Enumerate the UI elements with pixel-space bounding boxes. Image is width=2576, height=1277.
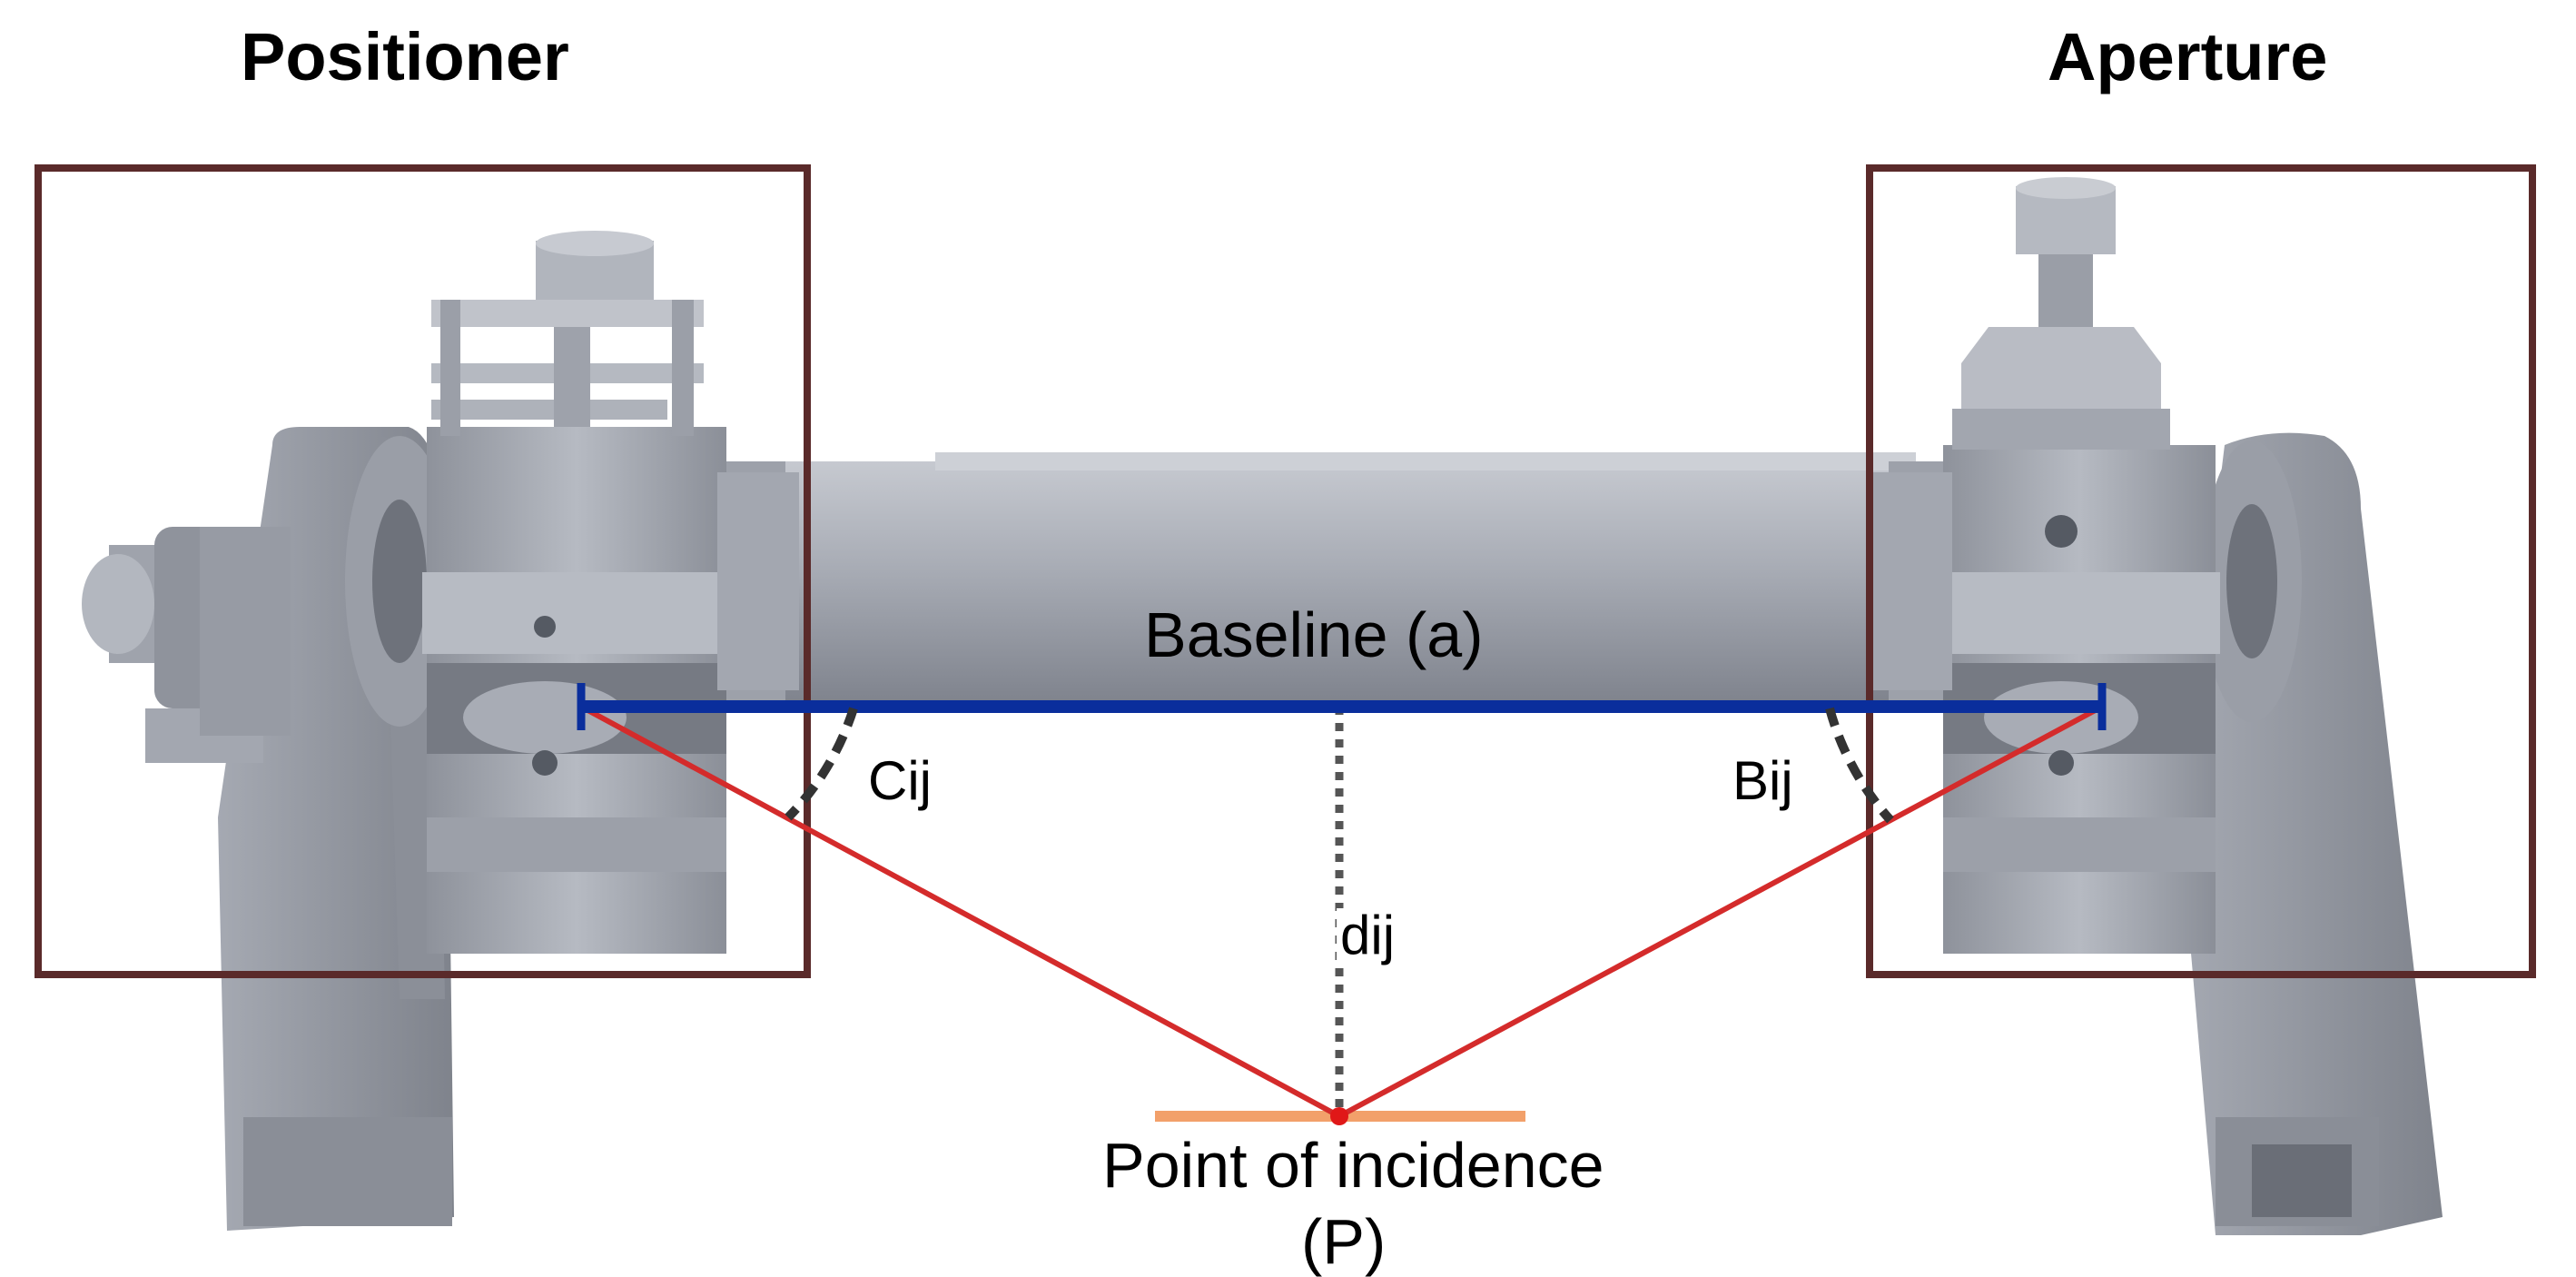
angle-b-label: Bij: [1732, 750, 1793, 811]
angle-b-arc: [1825, 707, 1894, 824]
ray-aperture: [1337, 704, 2104, 1119]
incidence-label-p: (P): [1301, 1206, 1387, 1277]
aperture-device: [1870, 177, 2443, 1236]
aperture-title: Aperture: [2048, 19, 2328, 94]
aperture-box: [1866, 164, 2536, 978]
incidence-label: Point of incidence: [1102, 1130, 1604, 1201]
baseline-line: [577, 683, 2107, 730]
distance-label: dij: [1337, 908, 1399, 963]
angle-c-arc: [785, 707, 858, 821]
incidence-point: [1330, 1107, 1348, 1125]
positioner-box: [35, 164, 811, 978]
positioner-title: Positioner: [241, 19, 569, 94]
ray-positioner: [579, 704, 1341, 1119]
angle-c-label: Cij: [868, 750, 932, 811]
positioner-device: [82, 231, 799, 1231]
baseline-label: Baseline (a): [1144, 599, 1484, 670]
